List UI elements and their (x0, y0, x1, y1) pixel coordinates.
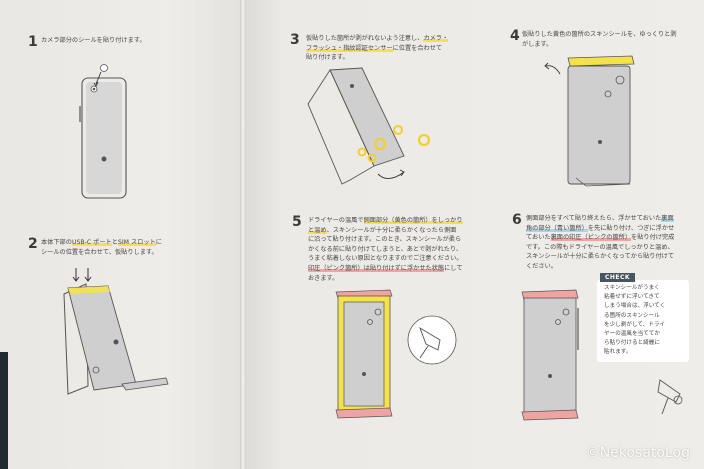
step-text: カメラ部分のシールを貼り付けます。 (41, 37, 146, 44)
step-number: 2 (28, 236, 38, 252)
step-number: 5 (292, 214, 302, 230)
step-text: ドライヤーの温風で側面部分（黄色の箇所）をしっかり と温め、スキンシールが十分に… (308, 217, 463, 282)
watermark: ©NekosatoLog (585, 445, 690, 461)
step-2-phone-illustration (63, 268, 169, 395)
check-text: スキンシールがうまく 粘着せずに浮いてきて しまう場合は、浮いてく る箇所のスキ… (604, 285, 666, 356)
step-4-phone-illustration (544, 55, 635, 187)
step-5-phone-illustration (335, 289, 457, 419)
step-text: 本体下部のUSB-C ポートとSIM スロットに シールの位置を合わせて、仮貼り… (41, 239, 162, 256)
hair-dryer-illustration (657, 379, 683, 415)
step-1-phone-illustration (79, 64, 127, 199)
step-text: 仮貼りした箇所が剥がれないよう注意し、カメラ・ フラッシュ・指紋認証センサーに位… (306, 35, 449, 62)
step-6-phone-illustration (521, 289, 579, 421)
check-tag: CHECK (600, 273, 636, 282)
step-text: 側面部分をすべて貼り終えたら、浮かせておいた裏面 角の部分（青い箇所）を先に貼り… (526, 215, 675, 270)
step-3-phone-illustration (307, 67, 431, 185)
step-number: 3 (290, 32, 300, 48)
step-number: 1 (28, 34, 38, 50)
check-box (597, 280, 689, 362)
book-spine (240, 0, 246, 469)
step-number: 6 (512, 212, 522, 228)
step-text: 仮貼りした黄色の箇所のスキンシールを、ゆっくりと剥 がします。 (522, 31, 677, 48)
background-edge (0, 352, 8, 469)
step-number: 4 (510, 28, 520, 44)
